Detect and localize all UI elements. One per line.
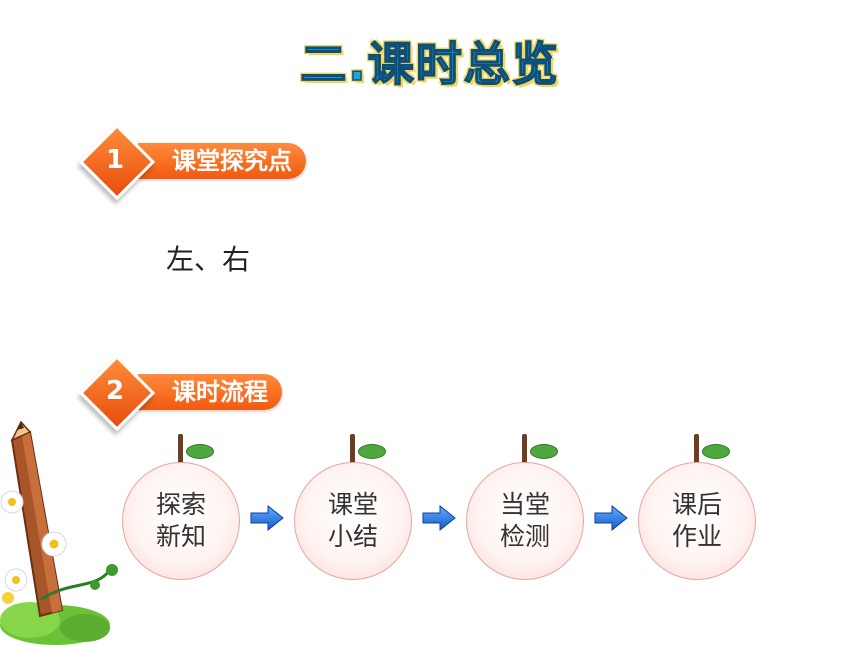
stem-icon: [522, 434, 527, 464]
arrow-right-icon: [250, 505, 284, 531]
section-number: 1: [105, 145, 125, 175]
leaf-icon: [186, 444, 214, 459]
leaf-icon: [702, 444, 730, 459]
flow-step-label: 当堂检测: [499, 490, 550, 551]
flow-step-label: 课堂小结: [327, 490, 378, 551]
section-label: 课堂探究点: [138, 143, 306, 179]
stem-icon: [178, 434, 183, 464]
flow-step-label: 探索新知: [155, 490, 206, 551]
section-header-1: 课堂探究点 1: [78, 123, 340, 201]
stem-icon: [350, 434, 355, 464]
section-number-badge: 1: [78, 123, 156, 201]
section-header-2: 课时流程 2: [78, 354, 320, 432]
arrow-right-icon: [422, 505, 456, 531]
explore-point-text: 左、右: [166, 243, 251, 276]
section-number-badge: 2: [78, 354, 156, 432]
arrow-right-icon: [594, 505, 628, 531]
pencil-flower-decoration-icon: [0, 420, 118, 645]
flow-step-3[interactable]: 当堂检测: [466, 434, 586, 584]
section-number: 2: [105, 376, 125, 406]
page-title: 二.课时总览: [300, 36, 560, 92]
flow-step-1[interactable]: 探索新知: [122, 434, 242, 584]
stem-icon: [694, 434, 699, 464]
leaf-icon: [358, 444, 386, 459]
flow-step-4[interactable]: 课后作业: [638, 434, 758, 584]
flow-step-label: 课后作业: [671, 490, 722, 551]
section-label: 课时流程: [138, 374, 282, 410]
flow-step-2[interactable]: 课堂小结: [294, 434, 414, 584]
leaf-icon: [530, 444, 558, 459]
